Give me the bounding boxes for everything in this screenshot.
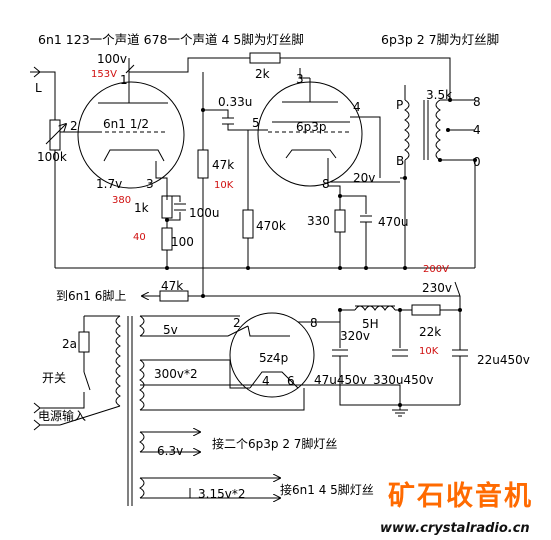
dropper-47k: 47k (161, 279, 184, 293)
ot-tap-b: B (396, 154, 405, 168)
grid-resistor-value: 470k (256, 219, 286, 233)
filter-22k-measured: 10K (419, 346, 439, 357)
watermark-brand: 矿石收音机 (388, 481, 533, 512)
plate-voltage-measured: 153V (91, 69, 117, 80)
plate-resistor-value: 47k (212, 158, 235, 172)
switch-label: 开关 (42, 371, 67, 385)
power-pin-3: 3 (296, 72, 304, 86)
filter-22k: 22k (419, 325, 442, 339)
heater-note-6n1: 接6n1 4 5脚灯丝 (280, 483, 374, 497)
plate-resistor-measured: 10K (214, 180, 234, 191)
cathode-voltage: 20v (353, 171, 376, 185)
cathode-cap-value: 100u (189, 206, 220, 220)
feedback-resistor-value: 100 (171, 235, 194, 249)
preamp-tube (77, 81, 185, 189)
ot-tap-p: P (396, 98, 404, 112)
ot-tap-0: 0 (473, 155, 481, 169)
winding-6v3: 6.3v (157, 444, 184, 458)
preamp-pin-3: 3 (146, 177, 154, 191)
cathode-cap-470u: 470u (378, 215, 409, 229)
winding-3v15: 3.15v*2 (198, 487, 246, 501)
winding-5v: 5v (163, 323, 178, 337)
cathode-resistor-330: 330 (307, 214, 330, 228)
rectifier-tube (229, 312, 315, 398)
header-note-6n1: 6n1 123一个声道 678一个声道 4 5脚为灯丝脚 (38, 32, 304, 47)
header-note-6p3p: 6p3p 2 7脚为灯丝脚 (381, 32, 500, 47)
cathode-resistor-value: 1k (134, 201, 149, 215)
cap-330u: 330u450v (373, 373, 434, 387)
input-label: L (35, 81, 42, 95)
rectifier-label: 5z4p (259, 351, 289, 365)
power-pin-5: 5 (252, 116, 260, 130)
fuse-label: 2a (62, 337, 77, 351)
rect-pin-8: 8 (310, 316, 318, 330)
choke-label: 5H (362, 317, 379, 331)
cap-22u: 22u450v (477, 353, 530, 367)
to-preamp-label: 到6n1 6脚上 (56, 289, 127, 303)
cap-47u: 47u450v (314, 373, 367, 387)
feedback-resistor-measured: 40 (133, 232, 146, 243)
b-plus-200v: 200V (423, 264, 449, 275)
heater-note-6p3p: 接二个6p3p 2 7脚灯丝 (212, 437, 338, 451)
mains-input-label: 电源输入 (38, 409, 87, 423)
preamp-pin-2: 2 (70, 119, 78, 133)
b-plus-230v: 230v (422, 281, 453, 295)
preamp-tube-label: 6n1 1/2 (103, 117, 150, 131)
coupling-cap-value: 0.33u (218, 95, 253, 109)
cap-320v: 320v (340, 329, 371, 343)
feedback-2k: 2k (255, 67, 270, 81)
rect-pin-2: 2 (233, 316, 241, 330)
winding-hv: 300v*2 (154, 367, 198, 381)
power-tube-label: 6p3p (296, 120, 327, 134)
power-pin-4: 4 (353, 100, 361, 114)
ot-tap-4: 4 (473, 123, 481, 137)
watermark-url: www.crystalradio.cn (380, 521, 530, 536)
preamp-pin-1: 1 (120, 73, 128, 87)
rect-pin-4: 4 (262, 374, 270, 388)
ot-tap-8: 8 (473, 95, 481, 109)
rect-pin-6: 6 (287, 374, 295, 388)
ot-impedance: 3.5k (426, 88, 453, 102)
cathode-resistor-measured: 380 (112, 195, 132, 206)
grid-voltage: 1.7v (96, 177, 123, 191)
plate-voltage: 100v (97, 52, 128, 66)
volume-pot-value: 100k (37, 150, 67, 164)
power-pin-8: 8 (322, 177, 330, 191)
